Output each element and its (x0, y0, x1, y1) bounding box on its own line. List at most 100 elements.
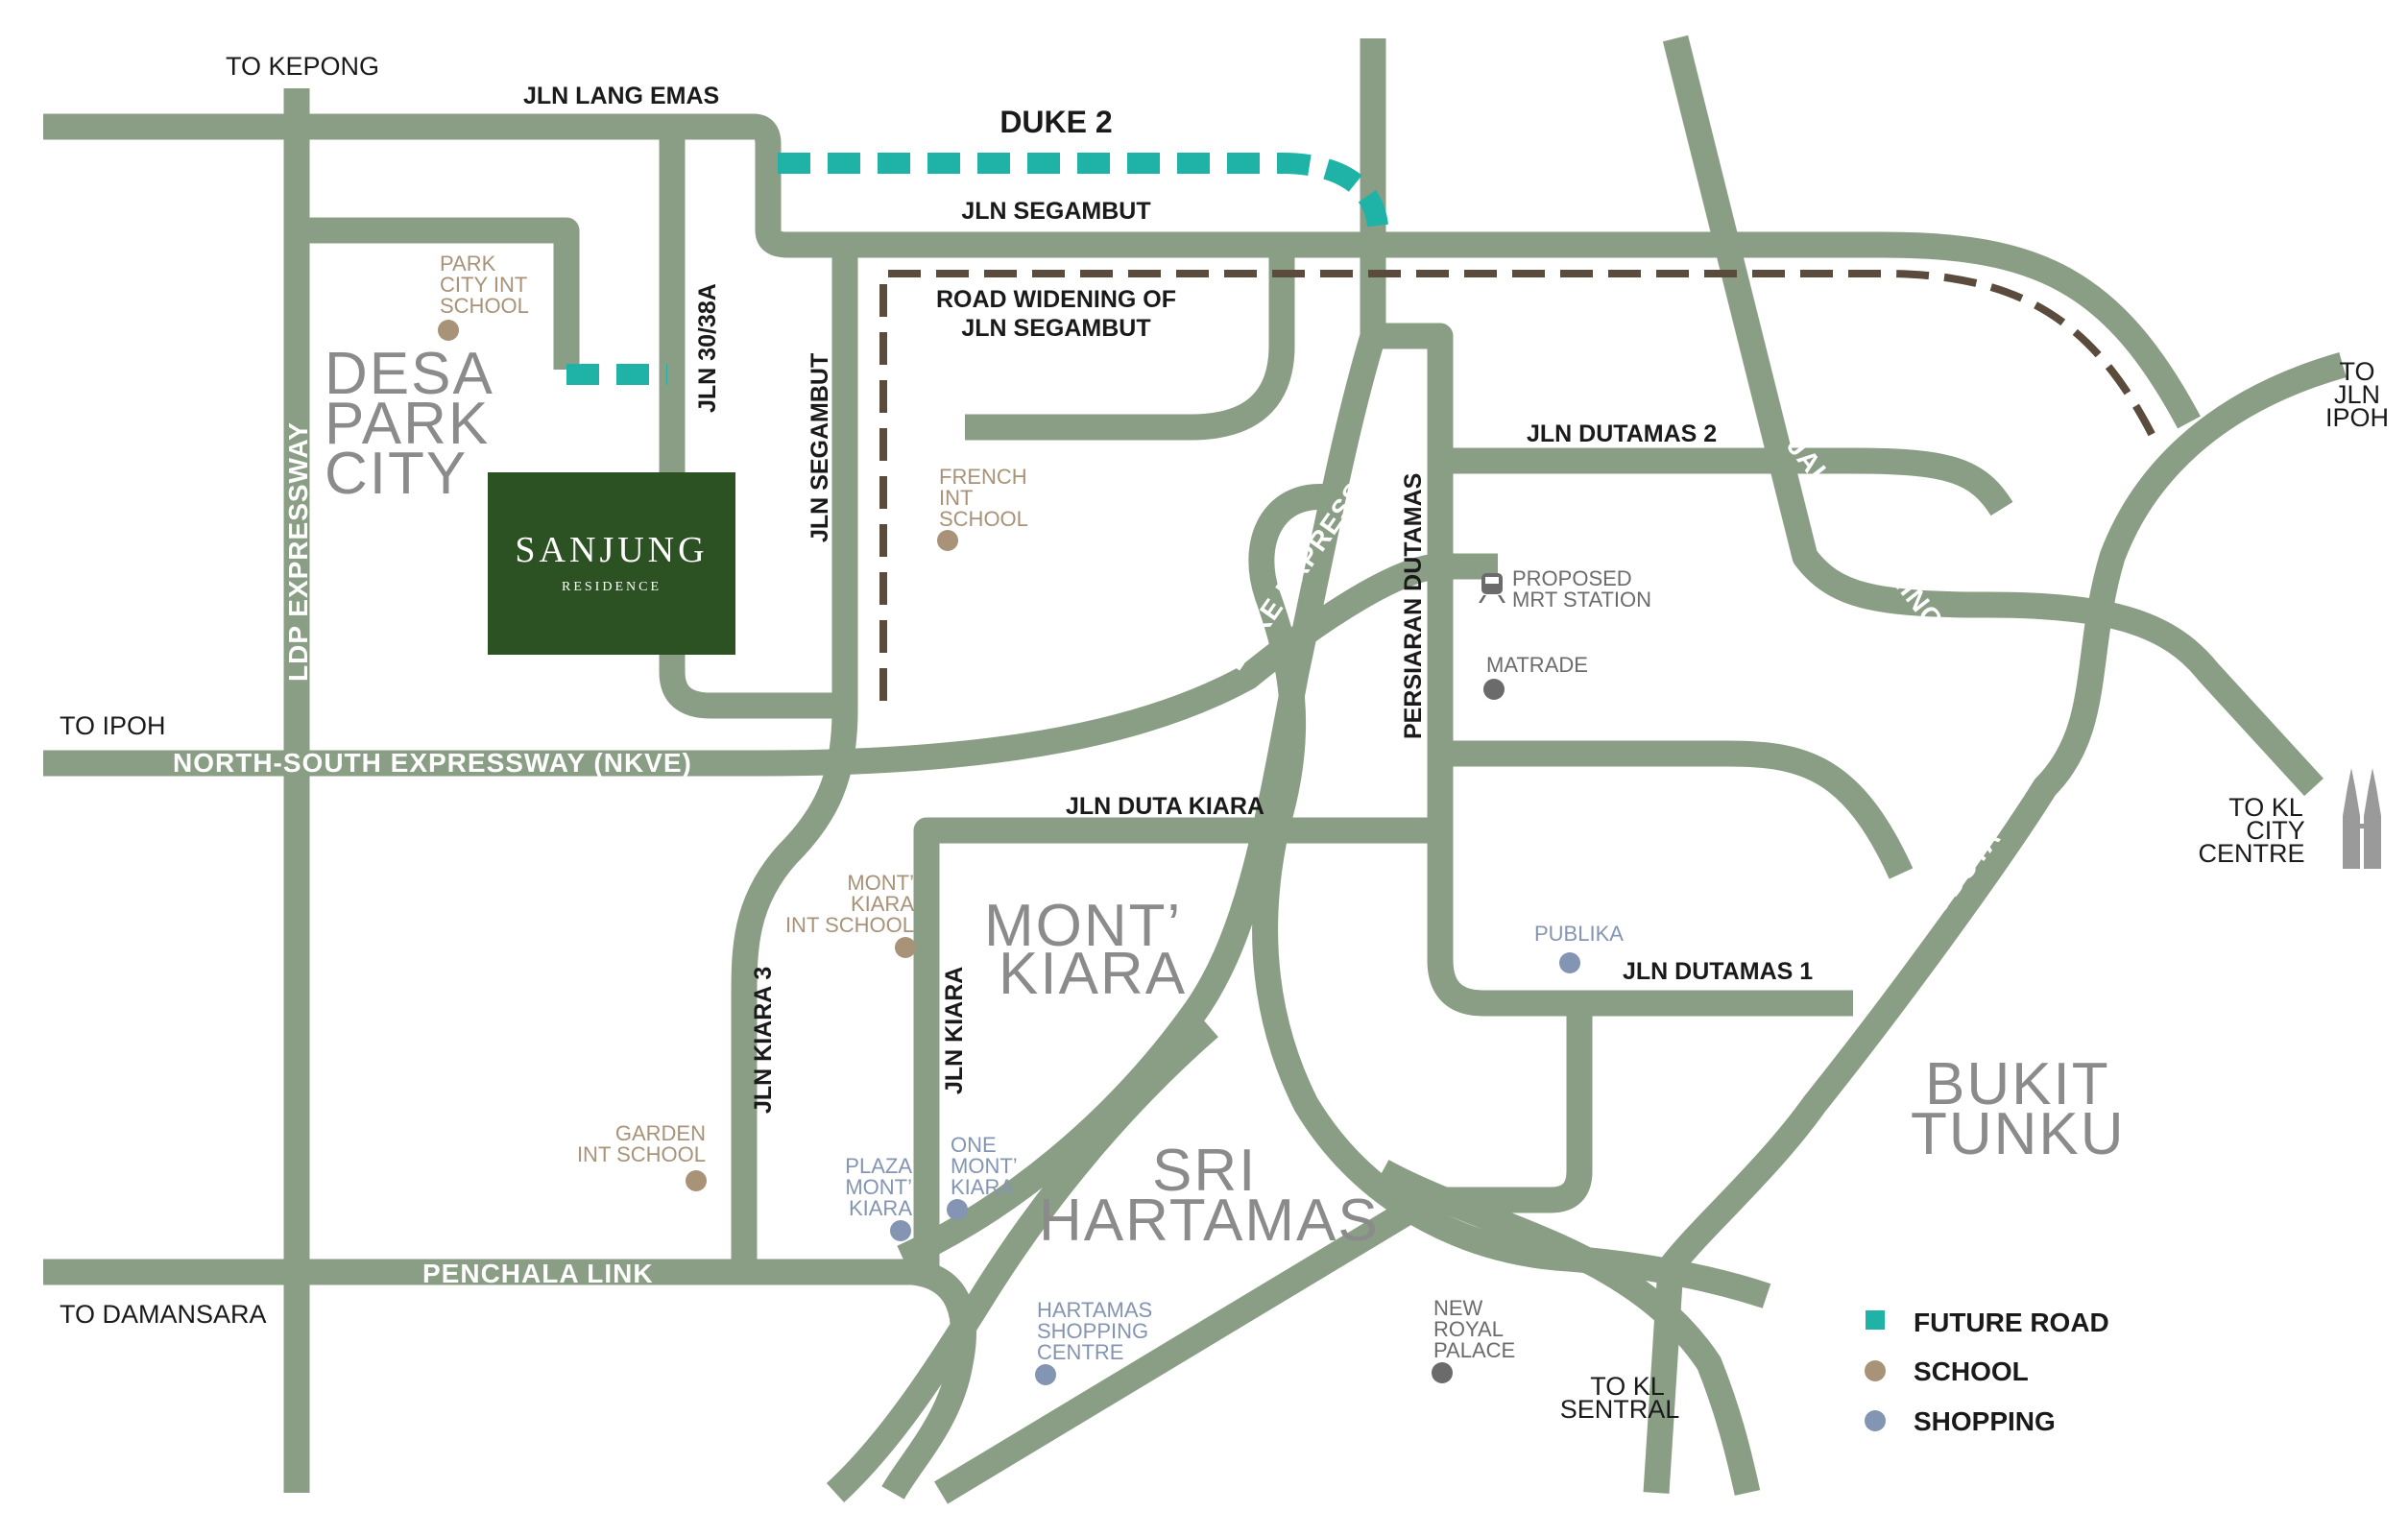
shopping-marker-icon (890, 1220, 911, 1241)
svg-text:INT: INT (939, 486, 973, 510)
svg-text:MONT’: MONT’ (847, 871, 914, 895)
svg-text:SCHOOL: SCHOOL (440, 294, 529, 318)
road-jln-lang-emas (43, 113, 845, 258)
svg-text:PUBLIKA: PUBLIKA (1534, 922, 1624, 946)
svg-text:HARTAMAS: HARTAMAS (1039, 1188, 1380, 1254)
svg-text:MONT’: MONT’ (984, 893, 1182, 959)
road-sri-hartamas-diag-1 (934, 1198, 1418, 1504)
area-desa-park-city: DESA PARK CITY (325, 341, 494, 507)
label-road-widening-2: JLN SEGAMBUT (961, 315, 1150, 342)
poi-matrade[interactable]: MATRADE (1483, 653, 1588, 700)
svg-text:SHOPPING: SHOPPING (1914, 1406, 2056, 1436)
school-marker-icon (686, 1170, 707, 1191)
school-marker-icon (937, 530, 958, 551)
shopping-marker-icon (947, 1199, 968, 1220)
poi-new-royal-palace[interactable]: NEW ROYAL PALACE (1432, 1296, 1515, 1383)
direction-to-ipoh: TO IPOH (60, 711, 166, 740)
label-jln-kiara-3: JLN KIARA 3 (750, 967, 777, 1114)
shopping-marker-icon (1035, 1364, 1056, 1385)
label-jln-dutamas-2: JLN DUTAMAS 2 (1527, 420, 1717, 447)
poi-publika[interactable]: PUBLIKA (1534, 922, 1624, 973)
sanjung-residence-marker[interactable]: SANJUNG RESIDENCE (488, 472, 735, 655)
poi-proposed-mrt-station[interactable]: PROPOSED MRT STATION (1479, 566, 1651, 612)
svg-text:FRENCH: FRENCH (939, 465, 1027, 489)
svg-text:DESA: DESA (325, 341, 494, 407)
label-penchala-link: PENCHALA LINK (422, 1259, 654, 1288)
road-dutamas-1-branch (1440, 1003, 1593, 1213)
svg-text:IPOH: IPOH (2325, 403, 2389, 432)
road-penchala-link (43, 1259, 976, 1500)
shopping-swatch-icon (1865, 1410, 1886, 1431)
area-bukit-tunku: BUKIT TUNKU (1911, 1051, 2124, 1167)
svg-text:ROYAL: ROYAL (1433, 1317, 1504, 1341)
svg-text:PARK: PARK (440, 252, 496, 276)
svg-text:FUTURE ROAD: FUTURE ROAD (1914, 1308, 2109, 1337)
road-nkve (43, 553, 1498, 777)
future-road-duke-2 (778, 153, 1388, 228)
road-jln-duta-kiara (913, 817, 1440, 1267)
school-marker-icon (895, 937, 916, 958)
road-desa-inner (297, 217, 580, 370)
poi-garden-int-school[interactable]: GARDEN INT SCHOOL (577, 1121, 707, 1191)
landmark-marker-icon (1432, 1362, 1453, 1383)
label-ldp-expressway: LDP EXPRESSWAY (283, 421, 313, 682)
svg-text:TO KL: TO KL (1590, 1372, 1665, 1401)
svg-text:MONT’: MONT’ (845, 1175, 912, 1199)
svg-text:PARK: PARK (325, 391, 490, 457)
svg-text:CITY INT: CITY INT (440, 273, 527, 297)
svg-text:CENTRE: CENTRE (1037, 1340, 1123, 1364)
label-jln-duta-kiara: JLN DUTA KIARA (1066, 793, 1264, 820)
svg-text:HARTAMAS: HARTAMAS (1037, 1298, 1152, 1322)
svg-text:TO KL: TO KL (2228, 793, 2303, 822)
direction-to-kl-sentral: TO KL SENTRAL (1560, 1372, 1680, 1424)
svg-text:BUKIT: BUKIT (1925, 1051, 2110, 1117)
svg-text:CENTRE: CENTRE (2198, 839, 2304, 868)
legend-item-school: SCHOOL (1865, 1356, 2029, 1386)
road-jln-30-38a-lower (659, 653, 845, 719)
svg-text:KIARA: KIARA (849, 1196, 912, 1220)
svg-text:SCHOOL: SCHOOL (1914, 1356, 2029, 1386)
area-mont-kiara: MONT’ KIARA (984, 893, 1187, 1007)
road-sri-hartamas-diag-2 (826, 1017, 1218, 1502)
poi-mont-kiara-int-school[interactable]: MONT’ KIARA INT SCHOOL (785, 871, 916, 958)
label-jln-segambut-top: JLN SEGAMBUT (961, 198, 1150, 225)
school-marker-icon (438, 320, 459, 341)
direction-to-kepong: TO KEPONG (226, 52, 379, 81)
road-dutamas-internal (1440, 740, 1914, 879)
svg-text:MATRADE: MATRADE (1486, 653, 1588, 677)
area-sri-hartamas: SRI HARTAMAS (1039, 1138, 1380, 1254)
future-roads (566, 153, 1388, 385)
train-icon (1479, 573, 1505, 603)
poi-hartamas-shopping-centre[interactable]: HARTAMAS SHOPPING CENTRE (1035, 1298, 1152, 1385)
shopping-marker-icon (1559, 952, 1580, 973)
legend-item-shopping: SHOPPING (1865, 1406, 2056, 1436)
direction-to-kl-city-centre: TO KL CITY CENTRE (2198, 793, 2304, 868)
road-jln-dutamas-2 (1440, 447, 2013, 516)
road-duke-loop (1363, 323, 1853, 1017)
svg-text:GARDEN: GARDEN (615, 1121, 706, 1145)
map-title-duke-2: DUKE 2 (999, 105, 1112, 139)
poi-one-mont-kiara[interactable]: ONE MONT’ KIARA (947, 1133, 1018, 1220)
points-of-interest: PARK CITY INT SCHOOL FRENCH INT SCHOOL M… (438, 252, 1651, 1385)
direction-to-jln-ipoh: TO JLN IPOH (2325, 357, 2389, 432)
road-duke-expressway (897, 38, 1386, 1270)
svg-text:KIARA: KIARA (999, 941, 1187, 1007)
svg-text:SENTRAL: SENTRAL (1560, 1395, 1680, 1424)
poi-french-int-school[interactable]: FRENCH INT SCHOOL (937, 465, 1028, 551)
map-legend: FUTURE ROAD SCHOOL SHOPPING (1865, 1308, 2109, 1436)
svg-text:PLAZA: PLAZA (845, 1154, 912, 1178)
svg-text:KIARA: KIARA (951, 1175, 1014, 1199)
svg-text:CITY: CITY (325, 441, 468, 507)
direction-labels: TO KEPONG TO IPOH TO DAMANSARA TO JLN IP… (60, 52, 2389, 1424)
road-jln-segambut-vertical (731, 245, 858, 1267)
label-jln-kiara: JLN KIARA (941, 967, 968, 1094)
svg-text:ONE: ONE (951, 1133, 997, 1157)
svg-text:JLN: JLN (2334, 380, 2380, 409)
landmark-marker-icon (1483, 679, 1505, 700)
svg-text:INT SCHOOL: INT SCHOOL (577, 1142, 706, 1166)
road-french-spur (965, 245, 1295, 441)
svg-text:PALACE: PALACE (1433, 1338, 1515, 1362)
label-jln-dutamas-1: JLN DUTAMAS 1 (1623, 958, 1813, 985)
poi-plaza-mont-kiara[interactable]: PLAZA MONT’ KIARA (845, 1154, 912, 1241)
poi-park-city-int-school[interactable]: PARK CITY INT SCHOOL (438, 252, 529, 341)
